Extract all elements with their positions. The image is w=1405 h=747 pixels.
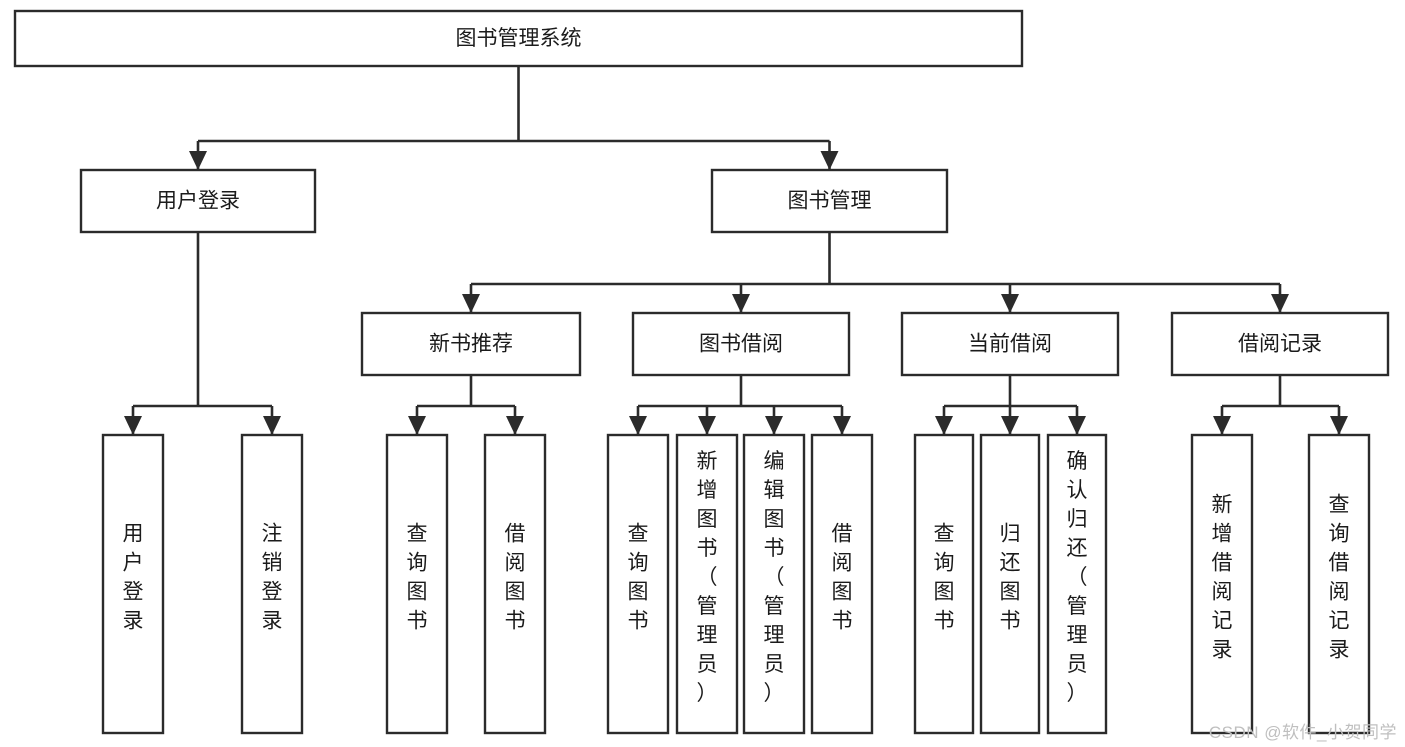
- node-leaf-query-book-2[interactable]: 查询图书: [606, 433, 670, 735]
- node-box-leaf-confirm-return: [1046, 433, 1108, 735]
- node-box-leaf-add-book: [675, 433, 739, 735]
- node-label-leaf-borrow-book-1: 借阅图书: [505, 523, 526, 633]
- node-box-new-book-recommend: [360, 311, 582, 377]
- node-label-leaf-query-book-2: 查询图书: [628, 523, 649, 633]
- node-box-leaf-query-book-1: [385, 433, 449, 735]
- node-box-leaf-user-logout: [240, 433, 304, 735]
- arrow-head-leaf-add-book: [698, 416, 716, 435]
- node-label-leaf-add-book: 新增图书（管理员）: [697, 450, 718, 705]
- node-box-root: [13, 9, 1024, 68]
- node-label-leaf-user-login: 用户登录: [123, 523, 144, 633]
- node-leaf-add-record[interactable]: 新增借阅记录: [1190, 433, 1254, 735]
- node-book-borrow[interactable]: 图书借阅: [631, 311, 851, 377]
- node-label-book-manage: 图书管理: [788, 190, 872, 213]
- node-leaf-confirm-return[interactable]: 确认归还（管理员）: [1046, 433, 1108, 735]
- node-box-book-borrow: [631, 311, 851, 377]
- node-leaf-borrow-book-2[interactable]: 借阅图书: [810, 433, 874, 735]
- arrow-head-leaf-query-book-1: [408, 416, 426, 435]
- node-book-manage[interactable]: 图书管理: [710, 168, 949, 234]
- node-new-book-recommend[interactable]: 新书推荐: [360, 311, 582, 377]
- node-box-book-manage: [710, 168, 949, 234]
- node-leaf-query-book-3[interactable]: 查询图书: [913, 433, 975, 735]
- arrow-head-borrow-record: [1271, 294, 1289, 313]
- node-user-login[interactable]: 用户登录: [79, 168, 317, 234]
- arrow-head-book-manage: [820, 151, 839, 170]
- node-label-current-borrow: 当前借阅: [968, 333, 1052, 356]
- node-leaf-add-book[interactable]: 新增图书（管理员）: [675, 433, 739, 735]
- node-label-leaf-return-book: 归还图书: [1000, 523, 1021, 633]
- arrow-head-new-book-recommend: [462, 294, 480, 313]
- node-label-leaf-query-book-3: 查询图书: [934, 523, 955, 633]
- arrow-head-leaf-borrow-book-2: [833, 416, 851, 435]
- node-box-leaf-borrow-book-1: [483, 433, 547, 735]
- arrow-head-leaf-query-book-2: [629, 416, 647, 435]
- node-box-leaf-edit-book: [742, 433, 806, 735]
- arrow-head-leaf-return-book: [1001, 416, 1019, 435]
- csdn-watermark: CSDN @软件_小贺同学: [1208, 723, 1397, 742]
- node-borrow-record[interactable]: 借阅记录: [1170, 311, 1390, 377]
- node-box-current-borrow: [900, 311, 1120, 377]
- node-box-leaf-query-book-2: [606, 433, 670, 735]
- arrow-head-leaf-confirm-return: [1068, 416, 1086, 435]
- node-box-borrow-record: [1170, 311, 1390, 377]
- node-leaf-edit-book[interactable]: 编辑图书（管理员）: [742, 433, 806, 735]
- arrow-head-leaf-user-login: [124, 416, 142, 435]
- node-label-leaf-query-book-1: 查询图书: [407, 523, 428, 633]
- arrow-head-leaf-borrow-book-1: [506, 416, 524, 435]
- node-leaf-user-login[interactable]: 用户登录: [101, 433, 165, 735]
- node-leaf-query-book-1[interactable]: 查询图书: [385, 433, 449, 735]
- arrow-head-leaf-query-record: [1330, 416, 1348, 435]
- node-leaf-query-record[interactable]: 查询借阅记录: [1307, 433, 1371, 735]
- node-label-leaf-add-record: 新增借阅记录: [1212, 494, 1233, 662]
- node-label-leaf-borrow-book-2: 借阅图书: [832, 523, 853, 633]
- node-root[interactable]: 图书管理系统: [13, 9, 1024, 68]
- arrow-head-leaf-query-book-3: [935, 416, 953, 435]
- node-label-book-borrow: 图书借阅: [699, 333, 783, 356]
- node-label-leaf-query-record: 查询借阅记录: [1329, 494, 1350, 662]
- node-label-root: 图书管理系统: [456, 27, 582, 50]
- arrow-head-leaf-edit-book: [765, 416, 783, 435]
- node-box-leaf-query-record: [1307, 433, 1371, 735]
- nodes-layer: 图书管理系统用户登录图书管理新书推荐图书借阅当前借阅借阅记录用户登录注销登录查询…: [13, 9, 1390, 735]
- node-label-borrow-record: 借阅记录: [1238, 333, 1322, 356]
- node-leaf-return-book[interactable]: 归还图书: [979, 433, 1041, 735]
- node-box-leaf-user-login: [101, 433, 165, 735]
- edges-layer: [124, 66, 1348, 435]
- arrow-head-book-borrow: [732, 294, 750, 313]
- node-current-borrow[interactable]: 当前借阅: [900, 311, 1120, 377]
- node-box-leaf-borrow-book-2: [810, 433, 874, 735]
- node-label-leaf-confirm-return: 确认归还（管理员）: [1067, 450, 1088, 705]
- node-label-user-login: 用户登录: [156, 190, 240, 213]
- node-label-leaf-user-logout: 注销登录: [262, 523, 283, 633]
- arrow-head-user-login: [189, 151, 207, 170]
- node-label-new-book-recommend: 新书推荐: [429, 333, 513, 356]
- node-leaf-borrow-book-1[interactable]: 借阅图书: [483, 433, 547, 735]
- arrow-head-current-borrow: [1001, 294, 1019, 313]
- arrow-head-leaf-add-record: [1213, 416, 1231, 435]
- node-box-leaf-query-book-3: [913, 433, 975, 735]
- arrow-head-leaf-user-logout: [263, 416, 281, 435]
- node-box-leaf-return-book: [979, 433, 1041, 735]
- node-box-leaf-add-record: [1190, 433, 1254, 735]
- node-leaf-user-logout[interactable]: 注销登录: [240, 433, 304, 735]
- node-label-leaf-edit-book: 编辑图书（管理员）: [764, 450, 785, 705]
- node-box-user-login: [79, 168, 317, 234]
